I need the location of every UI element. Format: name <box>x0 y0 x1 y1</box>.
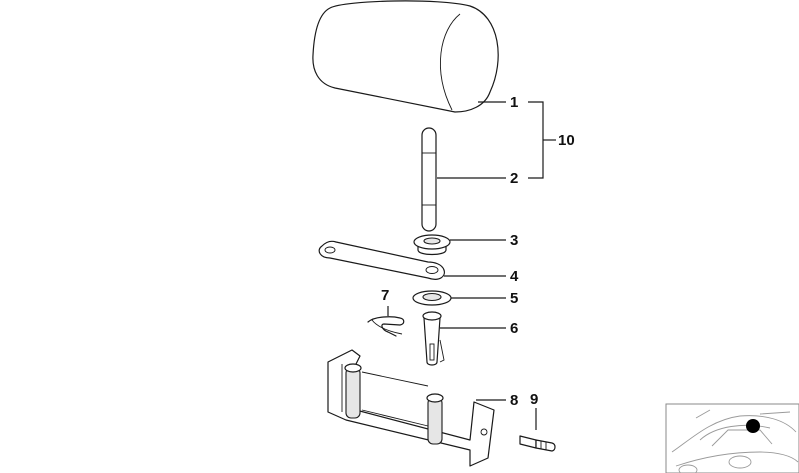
callout-7: 7 <box>381 287 389 304</box>
callout-8: 8 <box>510 392 518 409</box>
leader-lines <box>387 101 556 430</box>
callout-6: 6 <box>510 320 518 337</box>
bolt[interactable] <box>519 435 556 452</box>
guide-tube[interactable] <box>422 311 445 366</box>
callout-4: 4 <box>510 268 519 285</box>
headrest-cushion[interactable] <box>312 0 499 113</box>
callout-10: 10 <box>558 132 575 149</box>
callout-9: 9 <box>530 391 538 408</box>
headrest-support-rod[interactable] <box>421 127 437 232</box>
washer[interactable] <box>412 290 452 306</box>
bracket-strap[interactable] <box>318 240 445 280</box>
guide-sleeve-cap[interactable] <box>413 234 451 256</box>
callout-2: 2 <box>510 170 518 187</box>
callouts: 1 10 2 3 4 5 6 7 8 9 <box>381 94 575 409</box>
callout-1: 1 <box>510 94 518 111</box>
callout-5: 5 <box>510 290 518 307</box>
spring-clip[interactable] <box>367 316 405 337</box>
mounting-bracket[interactable] <box>327 349 495 467</box>
location-marker-icon <box>746 419 760 433</box>
callout-3: 3 <box>510 232 518 249</box>
vehicle-locator-inset <box>665 403 799 473</box>
